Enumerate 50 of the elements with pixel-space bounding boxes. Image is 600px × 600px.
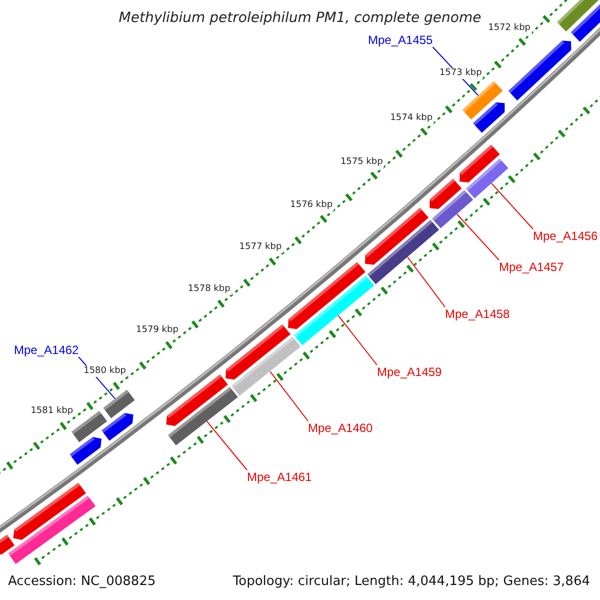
gene-feature (508, 40, 572, 100)
gene-label: Mpe_A1455 (368, 33, 433, 47)
gene-feature (460, 144, 500, 182)
scale-label: 1578 kbp (186, 284, 232, 296)
gene-feature (294, 276, 374, 346)
scale-label: 1580 kbp (82, 366, 128, 378)
gene-label: Mpe_A1456 (533, 229, 598, 243)
scale-label: 1572 kbp (487, 23, 532, 34)
scale-label: 1576 kbp (289, 200, 334, 211)
gene-label: Mpe_A1461 (247, 470, 312, 484)
scale-label: 1581 kbp (30, 406, 74, 418)
gene-label: Mpe_A1459 (377, 365, 442, 379)
gene-feature (102, 413, 134, 441)
gene-feature (72, 410, 108, 442)
leader-line (491, 182, 534, 230)
gene-feature (367, 220, 440, 284)
gene-feature (365, 208, 429, 265)
genome-summary: Topology: circular; Length: 4,044,195 bp; Genes: 3,864 (232, 574, 590, 589)
gene-feature (103, 390, 135, 418)
leader-line (407, 256, 446, 308)
scale-label: 1574 kbp (389, 112, 434, 124)
leader-line (456, 214, 500, 260)
gene-feature (166, 374, 228, 426)
gene-feature (557, 0, 600, 32)
gene-label: Mpe_A1462 (14, 343, 79, 357)
leader-line (338, 315, 378, 366)
gene-feature (70, 437, 102, 465)
gene-feature (462, 81, 503, 120)
gene-feature (432, 190, 474, 228)
accession-text: Accession: NC_008825 (8, 574, 156, 589)
gene-feature (168, 386, 238, 446)
gene-feature (231, 336, 301, 396)
leader-line (206, 420, 248, 470)
scale-label: 1575 kbp (339, 156, 384, 168)
gene-feature (473, 102, 505, 133)
gene-feature (226, 324, 290, 380)
scale-label: 1579 kbp (135, 325, 180, 336)
gene-feature (466, 158, 508, 198)
gene-feature (8, 496, 96, 564)
leader-line (270, 370, 308, 422)
title: Methylibium petroleiphilum PM1, complete genome (118, 10, 482, 26)
gene-label: Mpe_A1458 (445, 307, 510, 321)
scale-label: 1577 kbp (238, 242, 283, 254)
gene-feature (288, 262, 366, 330)
scale-label: 1573 kbp (438, 68, 483, 80)
gene-feature (0, 534, 15, 554)
gene-feature (430, 178, 462, 209)
gene-label: Mpe_A1460 (308, 421, 373, 435)
gene-feature (13, 482, 86, 540)
gene-label: Mpe_A1457 (499, 260, 564, 274)
